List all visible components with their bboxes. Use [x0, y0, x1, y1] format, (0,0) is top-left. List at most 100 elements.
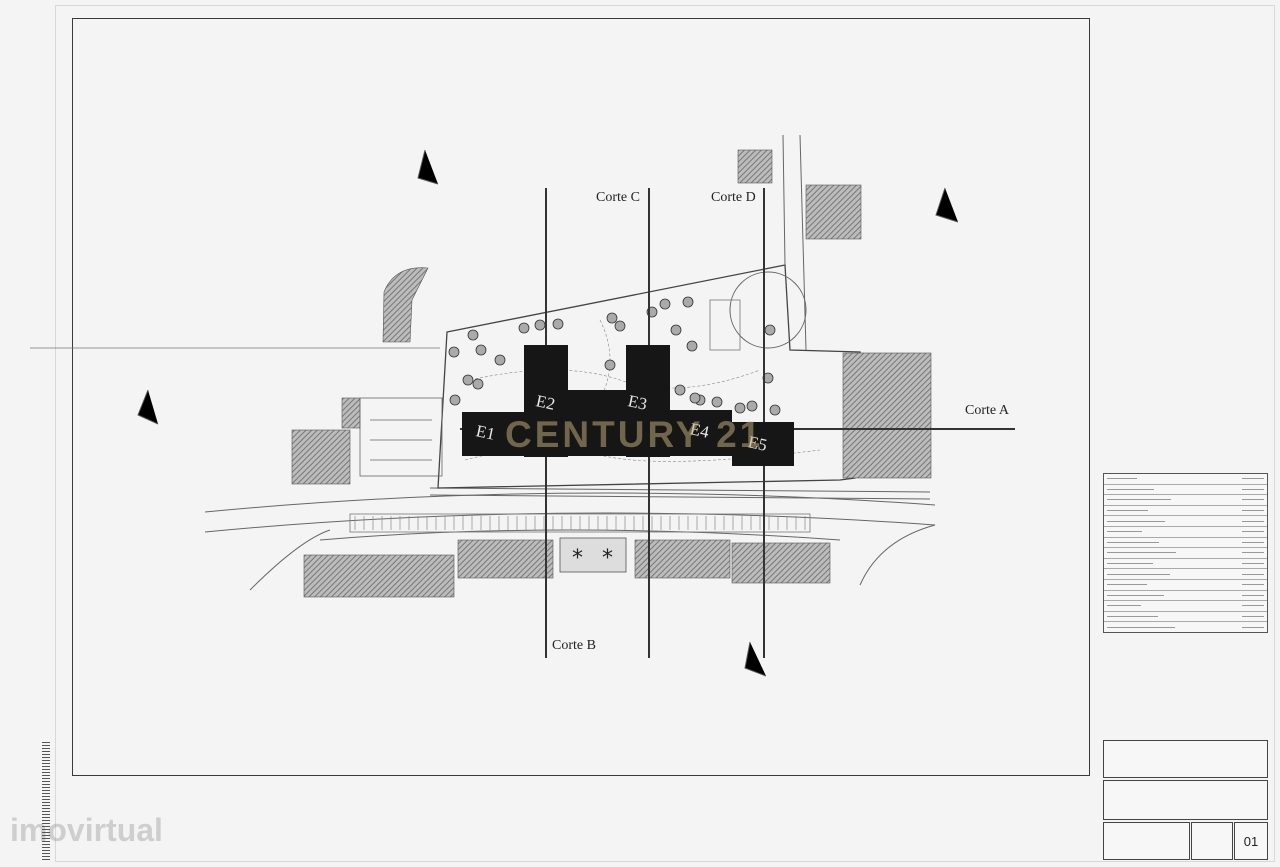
area-table-cell: [1242, 594, 1264, 596]
margin-stamp: [42, 742, 50, 862]
area-table-row: [1104, 547, 1267, 558]
area-table-cell: [1242, 478, 1264, 480]
access-road: [782, 134, 807, 351]
area-table-cell: [1242, 616, 1264, 618]
tree-symbol: [614, 320, 626, 332]
tree-symbol: [534, 319, 546, 331]
area-table-cell: [1242, 531, 1264, 533]
building-connector: [568, 390, 628, 415]
area-table-row: [1104, 474, 1267, 484]
area-table-cell: [1242, 520, 1264, 522]
area-table-row: [1104, 578, 1267, 590]
title-block-sheet: 01: [1234, 822, 1268, 860]
area-table-cell: [1107, 488, 1154, 490]
area-table-row: [1104, 557, 1267, 569]
area-table-row: [1104, 525, 1267, 537]
neighbor-buildings: [291, 149, 932, 598]
sheet-outer-frame: [55, 5, 1275, 862]
tree-symbol: [711, 396, 723, 408]
svg-text:*: *: [602, 546, 613, 571]
tree-symbol: [734, 402, 746, 414]
area-table-cell: [1242, 488, 1264, 490]
area-table-row: [1104, 483, 1267, 495]
title-block-client: [1103, 740, 1268, 778]
area-table-row: [1104, 568, 1267, 579]
tree-symbol: [686, 340, 698, 352]
area-table-cell: [1242, 541, 1264, 543]
tree-symbol: [472, 378, 484, 390]
area-table-cell: [1107, 478, 1137, 480]
tree-symbol: [762, 372, 774, 384]
area-table-row: [1104, 494, 1267, 505]
tree-symbol: [494, 354, 506, 366]
area-table-row: [1104, 589, 1267, 601]
tree-symbol: [462, 374, 474, 386]
area-table-cell: [1242, 605, 1264, 607]
area-table-cell: [1242, 584, 1264, 586]
section-label-a: Corte A: [965, 403, 1009, 418]
area-table-cell: [1107, 510, 1148, 512]
imovirtual-logo: imovirtual: [10, 812, 163, 848]
area-table-row: [1104, 515, 1267, 526]
area-table-cell: [1242, 626, 1264, 628]
parking-stalls: [349, 513, 811, 533]
sheet-number: 01: [1243, 833, 1259, 849]
area-table-cell: [1107, 563, 1153, 565]
tree-symbol: [449, 394, 461, 406]
tree-symbol: [475, 344, 487, 356]
area-table-cell: [1107, 616, 1158, 618]
tree-symbol: [646, 306, 658, 318]
tree-symbol: [674, 384, 686, 396]
existing-structure: [359, 397, 443, 477]
area-table-cell: [1107, 520, 1165, 522]
drawing-frame: [72, 18, 1090, 776]
tree-symbol: [606, 312, 618, 324]
tree-symbol: [769, 404, 781, 416]
area-table-row: [1104, 536, 1267, 548]
area-table-cell: [1107, 573, 1170, 575]
section-label-d: Corte D: [711, 190, 756, 205]
area-table-row: [1104, 610, 1267, 622]
area-table-cell: [1107, 605, 1141, 607]
plaza: [559, 537, 627, 573]
area-table-cell: [1107, 584, 1147, 586]
area-table-cell: [1107, 626, 1175, 628]
area-table-cell: [1107, 531, 1142, 533]
tree-symbol: [689, 392, 701, 404]
survey-marks: [137, 149, 959, 677]
tree-symbol: [764, 324, 776, 336]
area-table-row: [1104, 621, 1267, 632]
title-block-project: [1103, 780, 1268, 820]
trees: [448, 296, 781, 416]
svg-text:*: *: [572, 546, 583, 571]
tree-symbol: [604, 359, 616, 371]
tree-symbol: [682, 296, 694, 308]
section-label-c: Corte C: [596, 190, 640, 205]
area-table-cell: [1107, 541, 1159, 543]
area-table-row: [1104, 600, 1267, 611]
tree-symbol: [670, 324, 682, 336]
area-table-cell: [1107, 552, 1176, 554]
tree-symbol: [552, 318, 564, 330]
tree-symbol: [518, 322, 530, 334]
area-table-cell: [1107, 499, 1171, 501]
area-table-cell: [1242, 499, 1264, 501]
tree-symbol: [467, 329, 479, 341]
tree-symbol: [448, 346, 460, 358]
building-e5: [732, 422, 794, 466]
roundabout: [729, 271, 807, 349]
title-block-notes: [1103, 822, 1190, 860]
area-table: [1103, 473, 1268, 633]
area-table-cell: [1242, 573, 1264, 575]
tree-symbol: [746, 400, 758, 412]
area-table-cell: [1107, 594, 1164, 596]
area-table-cell: [1242, 510, 1264, 512]
century21-watermark: CENTURY 21: [505, 414, 764, 455]
title-block-scale: [1191, 822, 1233, 860]
area-table-cell: [1242, 563, 1264, 565]
building-e4: [670, 410, 732, 456]
area-table-cell: [1242, 552, 1264, 554]
tree-symbol: [659, 298, 671, 310]
area-table-row: [1104, 504, 1267, 516]
